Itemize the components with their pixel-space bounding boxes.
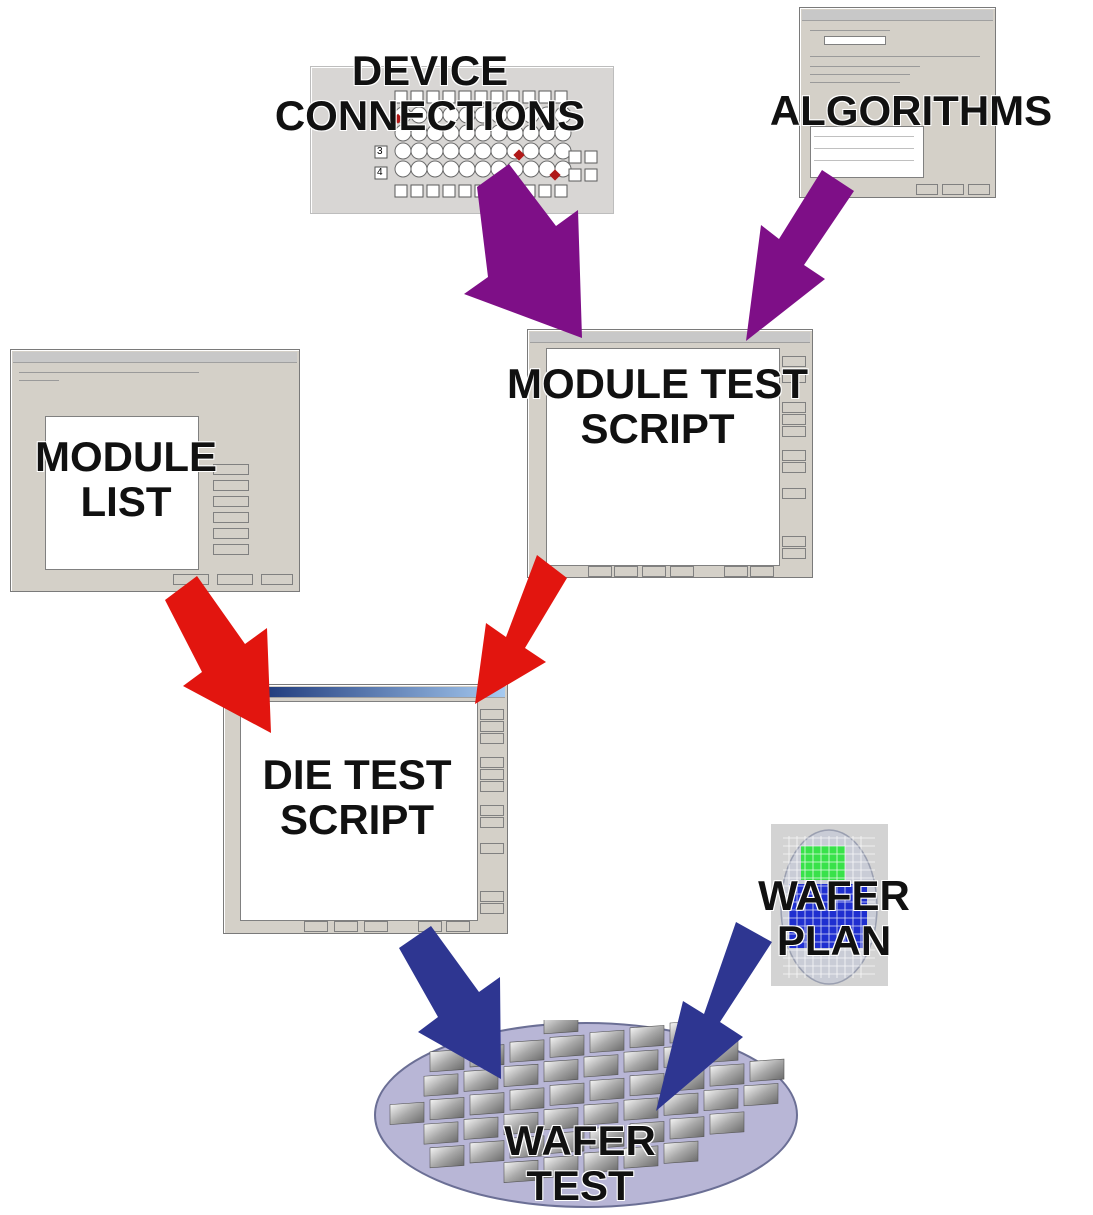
die-test-script-titlebar bbox=[226, 687, 505, 698]
label-algorithms-line1: ALGORITHMS bbox=[769, 87, 1053, 134]
module-list-titlebar bbox=[13, 352, 297, 363]
wafer-plan-blue-region bbox=[789, 884, 867, 948]
label-module-test-script-line2: SCRIPT bbox=[580, 405, 735, 453]
row-number-3: 3 bbox=[377, 146, 383, 157]
label-algorithms: ALGORITHMS bbox=[735, 87, 1087, 134]
label-wafer-plan-line2: PLAN bbox=[776, 917, 892, 965]
arrow-device-connections-to-module-test-script bbox=[464, 164, 582, 338]
wafer-plan-green-region bbox=[801, 846, 845, 880]
label-module-test-script: MODULE TEST SCRIPT bbox=[460, 361, 855, 452]
wafer-plan-thumbnail bbox=[771, 824, 888, 986]
algorithms-titlebar bbox=[802, 10, 993, 21]
label-die-test-script-line1: DIE TEST bbox=[262, 751, 452, 798]
label-module-list-line2: LIST bbox=[80, 478, 172, 526]
label-module-list: MODULE LIST bbox=[8, 434, 244, 525]
die-test-script-editor bbox=[240, 701, 478, 921]
module-test-script-editor bbox=[546, 348, 780, 566]
label-module-test-script-line1: MODULE TEST bbox=[507, 360, 808, 407]
arrow-module-list-to-die-test-script bbox=[165, 576, 271, 733]
wafer-plan-graphic bbox=[780, 829, 878, 985]
label-device-connections-line2: CONNECTIONS bbox=[274, 92, 586, 140]
module-test-script-titlebar bbox=[530, 332, 810, 343]
label-module-list-line1: MODULE bbox=[35, 433, 217, 480]
label-device-connections: DEVICE CONNECTIONS bbox=[230, 48, 630, 139]
label-wafer-test-line2: TEST bbox=[526, 1162, 634, 1210]
algorithms-help-button bbox=[968, 184, 990, 195]
module-list-box bbox=[45, 416, 199, 570]
algorithms-name-field bbox=[824, 36, 886, 45]
label-wafer-plan: WAFER PLAN bbox=[728, 873, 940, 964]
label-wafer-test-line1: WAFER bbox=[504, 1118, 656, 1164]
arrow-module-test-script-to-die-test-script bbox=[475, 555, 567, 704]
label-wafer-test: WAFER TEST bbox=[470, 1118, 690, 1214]
label-wafer-plan-line1: WAFER bbox=[758, 872, 910, 919]
algorithms-dialog bbox=[799, 7, 996, 198]
label-die-test-script: DIE TEST SCRIPT bbox=[228, 752, 486, 843]
module-test-script-dialog bbox=[527, 329, 813, 578]
row-number-4: 4 bbox=[377, 167, 383, 178]
die-test-script-dialog bbox=[223, 684, 508, 934]
arrow-algorithms-to-module-test-script bbox=[746, 170, 854, 341]
arrow-die-test-script-to-wafer-test bbox=[399, 926, 501, 1079]
arrow-wafer-plan-to-wafer-test bbox=[656, 922, 772, 1111]
module-list-dialog bbox=[10, 349, 300, 592]
algorithms-list bbox=[810, 126, 924, 178]
device-connections-panel: 3 4 bbox=[310, 66, 614, 214]
algorithms-ok-button bbox=[916, 184, 938, 195]
label-die-test-script-line2: SCRIPT bbox=[279, 796, 434, 844]
pin-grid-graphic bbox=[374, 90, 598, 198]
label-device-connections-line1: DEVICE bbox=[351, 47, 509, 94]
algorithms-cancel-button bbox=[942, 184, 964, 195]
